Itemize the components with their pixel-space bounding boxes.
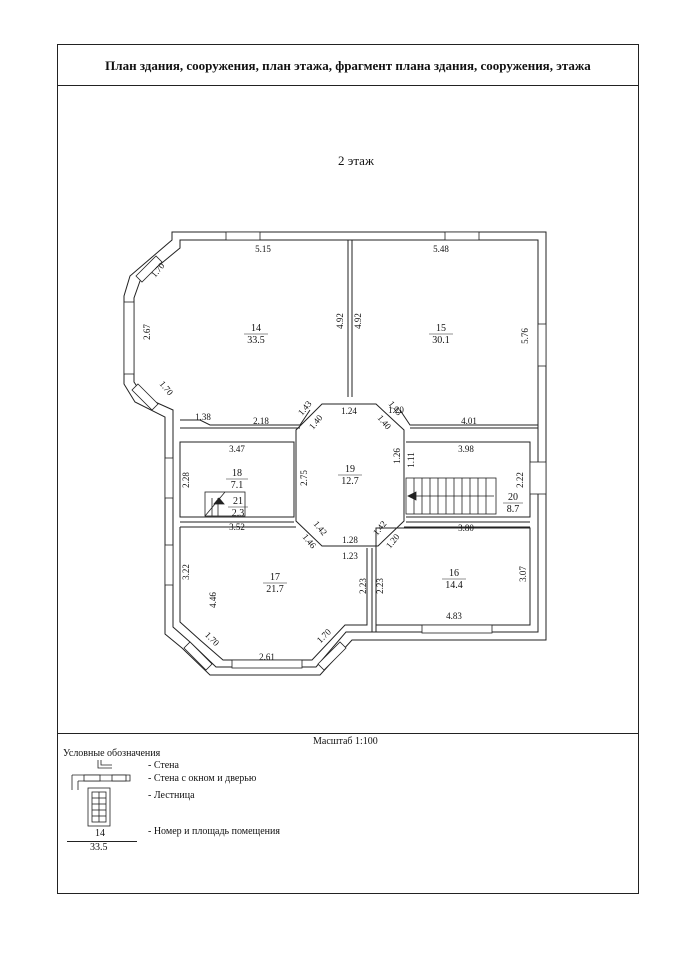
stairs-21 [204, 491, 246, 517]
window-17-bottom [231, 659, 303, 669]
dim-label: 5.76 [520, 328, 530, 344]
legend-window-icon [71, 774, 131, 790]
dim-label: 3.52 [229, 522, 245, 532]
dim-label: 2.22 [515, 472, 525, 488]
window-14-diag-top [135, 255, 163, 283]
dim-label: 2.61 [259, 652, 275, 662]
dim-label: 3.07 [518, 566, 528, 582]
dimension-labels: 5.15 5.48 1.70 2.67 1.70 4.92 4.92 5.76 … [142, 244, 530, 662]
window-20-right [529, 461, 547, 495]
dim-label: 1.24 [341, 406, 357, 416]
window-17-diag-right [317, 641, 347, 671]
dim-label: 1.23 [342, 551, 358, 561]
dim-label: 2.23 [375, 578, 385, 594]
dim-label: 2.28 [181, 472, 191, 488]
window-17-left [164, 544, 174, 586]
wall-room-19 [295, 403, 405, 547]
dim-label: 3.22 [181, 564, 191, 580]
windows [123, 231, 547, 671]
room-labels: 14 33.5 15 30.1 16 14.4 17 21.7 18 7.1 1… [226, 323, 523, 595]
dim-label: 1.26 [392, 448, 402, 464]
legend-stairs-label: - Лестница [148, 790, 195, 801]
room-14-number: 14 [251, 323, 261, 334]
window-14-diag-bottom [131, 383, 159, 411]
dim-label: 2.23 [358, 578, 368, 594]
legend-wall-icon [97, 760, 112, 769]
window-14-left [123, 301, 135, 375]
dim-label: 2.75 [299, 470, 309, 486]
legend-sample-number: 14 [95, 828, 105, 839]
legend-stairs-icon [87, 787, 111, 827]
window-14-top [225, 231, 261, 241]
page-title: План здания, сооружения, план этажа, фра… [105, 57, 591, 73]
dim-label: 4.92 [353, 313, 363, 329]
dim-label: 2.67 [142, 324, 152, 340]
dim-label: 1.28 [342, 535, 358, 545]
room-15-area: 30.1 [432, 335, 450, 346]
dim-label: 1.38 [195, 412, 211, 422]
legend-room-label: - Номер и площадь помещения [148, 826, 280, 837]
floor-label: 2 этаж [338, 153, 374, 168]
wall-upper-corridor [180, 409, 538, 426]
legend-window-label: - Стена с окном и дверью [148, 773, 257, 784]
dim-label: 1.40 [375, 413, 393, 432]
dim-label: 1.42 [371, 519, 389, 537]
outer-wall-outer-line [123, 231, 547, 676]
dim-label: 1.11 [406, 452, 416, 467]
legend-title: Условные обозначения [63, 748, 161, 759]
legend-wall-label: - Стена [148, 760, 179, 771]
room-19-area: 12.7 [341, 476, 359, 487]
dim-label: 1.46 [300, 532, 318, 551]
window-15-right [537, 323, 547, 367]
dim-label: 5.15 [255, 244, 271, 254]
dim-label: 1.20 [384, 531, 402, 550]
legend-sample-divider [67, 841, 137, 842]
title-block: План здания, сооружения, план этажа, фра… [58, 45, 638, 86]
dim-label: 4.83 [446, 611, 462, 621]
wall-room-18 [179, 441, 295, 518]
dim-label: 3.80 [458, 523, 474, 533]
window-16-bottom [421, 624, 493, 634]
room-16-number: 16 [449, 568, 459, 579]
dim-label: 1.20 [388, 405, 404, 415]
room-17-area: 21.7 [266, 584, 284, 595]
room-14-area: 33.5 [247, 335, 265, 346]
room-16-area: 14.4 [445, 580, 463, 591]
scale-divider [57, 733, 639, 734]
dim-label: 4.46 [208, 592, 218, 608]
dim-label: 4.01 [461, 416, 477, 426]
window-15-top [444, 231, 480, 241]
dim-label: 1.40 [307, 412, 325, 431]
stairs-20 [405, 477, 497, 515]
drawing-sheet: План здания, сооружения, план этажа, фра… [57, 44, 639, 894]
dim-label: 1.70 [157, 379, 175, 398]
dim-label: 1.70 [315, 626, 334, 645]
room-20-number: 20 [508, 492, 518, 503]
dim-label: 5.48 [433, 244, 449, 254]
dim-label: 4.92 [335, 313, 345, 329]
scale-label: Масштаб 1:100 [313, 736, 378, 747]
dim-label: 3.98 [458, 444, 474, 454]
room-18-number: 18 [232, 468, 242, 479]
legend-sample-area: 33.5 [90, 842, 108, 853]
dim-label: 3.47 [229, 444, 245, 454]
room-20-area: 8.7 [507, 504, 520, 515]
walls [123, 231, 547, 676]
room-18-area: 7.1 [231, 480, 244, 491]
room-19-number: 19 [345, 464, 355, 475]
room-21-area: 2.3 [232, 508, 245, 519]
window-18-left [164, 457, 174, 499]
outer-wall-inner-line [133, 239, 539, 668]
room-17-number: 17 [270, 572, 280, 583]
dim-label: 1.42 [311, 519, 329, 537]
room-21-number: 21 [233, 496, 243, 507]
dim-label: 2.18 [253, 416, 269, 426]
window-17-diag-left [183, 641, 213, 671]
room-15-number: 15 [436, 323, 446, 334]
